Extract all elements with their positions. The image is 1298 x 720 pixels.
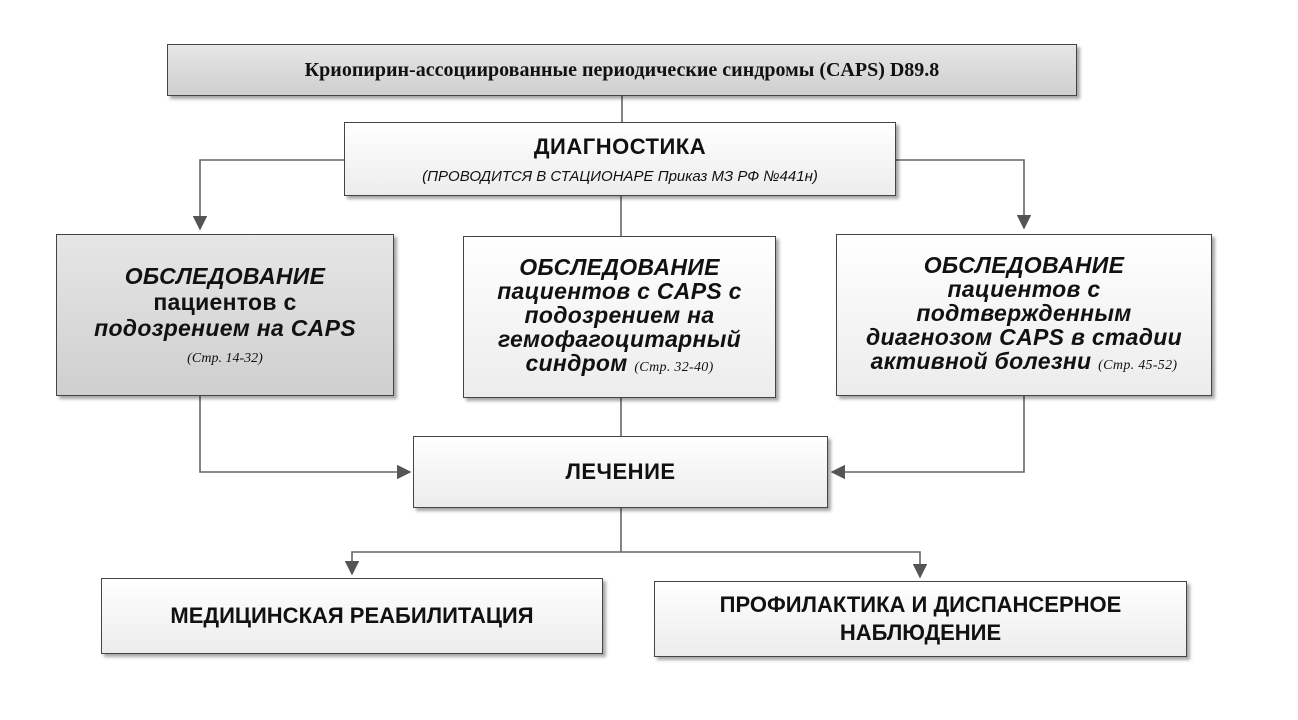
treatment-box: ЛЕЧЕНИЕ xyxy=(413,436,828,508)
diagnostics-note: (ПРОВОДИТСЯ В СТАЦИОНАРЕ Приказ МЗ РФ №4… xyxy=(422,167,818,185)
exam-center-line2: подозрением на xyxy=(524,301,715,328)
treatment-text: ЛЕЧЕНИЕ xyxy=(565,459,676,484)
exam-right-line3: диагнозом CAPS в стадии xyxy=(866,323,1182,350)
title-text: Криопирин-ассоциированные периодические … xyxy=(304,58,940,81)
exam-left-line2: подозрением на CAPS xyxy=(94,315,356,341)
arrow-to-rehab xyxy=(344,551,621,576)
arrow-to-left-exam xyxy=(192,159,344,231)
arrow-to-prevention xyxy=(621,551,928,579)
exam-center-ref: (Стр. 32-40) xyxy=(634,359,714,375)
diagnostics-heading: ДИАГНОСТИКА xyxy=(533,133,707,159)
rehab-text: МЕДИЦИНСКАЯ РЕАБИЛИТАЦИЯ xyxy=(170,603,534,628)
exam-center-line1: пациентов с CAPS с xyxy=(497,277,742,304)
exam-right-box: ОБСЛЕДОВАНИЕ пациентов с подтвержденным … xyxy=(836,234,1212,396)
exam-left-line1: пациентов с xyxy=(153,289,297,315)
exam-right-ref: (Стр. 45-52) xyxy=(1098,357,1178,373)
title-box: Криопирин-ассоциированные периодические … xyxy=(167,44,1077,96)
prevention-line2: НАБЛЮДЕНИЕ xyxy=(839,620,1002,645)
arrow-right-to-treatment xyxy=(830,396,1025,480)
exam-left-ref: (Стр. 14-32) xyxy=(187,351,263,366)
exam-center-line3: гемофагоцитарный xyxy=(497,325,742,352)
exam-right-line1: пациентов с xyxy=(947,275,1101,302)
exam-center-box: ОБСЛЕДОВАНИЕ пациентов с CAPS с подозрен… xyxy=(463,236,776,398)
arrow-to-right-exam xyxy=(896,159,1032,230)
diagnostics-box: ДИАГНОСТИКА (ПРОВОДИТСЯ В СТАЦИОНАРЕ При… xyxy=(344,122,896,196)
rehab-box: МЕДИЦИНСКАЯ РЕАБИЛИТАЦИЯ xyxy=(101,578,603,654)
exam-right-line4: активной болезни xyxy=(870,347,1092,374)
arrow-left-to-treatment xyxy=(199,396,412,480)
exam-center-heading: ОБСЛЕДОВАНИЕ xyxy=(519,253,720,280)
exam-center-line4: синдром xyxy=(525,349,628,376)
prevention-box: ПРОФИЛАКТИКА И ДИСПАНСЕРНОЕ НАБЛЮДЕНИЕ xyxy=(654,581,1187,657)
exam-left-box: ОБСЛЕДОВАНИЕ пациентов с подозрением на … xyxy=(56,234,394,396)
exam-left-heading: ОБСЛЕДОВАНИЕ xyxy=(124,263,326,289)
exam-right-line2: подтвержденным xyxy=(916,299,1132,326)
exam-right-heading: ОБСЛЕДОВАНИЕ xyxy=(923,251,1125,278)
prevention-line1: ПРОФИЛАКТИКА И ДИСПАНСЕРНОЕ xyxy=(719,592,1122,617)
